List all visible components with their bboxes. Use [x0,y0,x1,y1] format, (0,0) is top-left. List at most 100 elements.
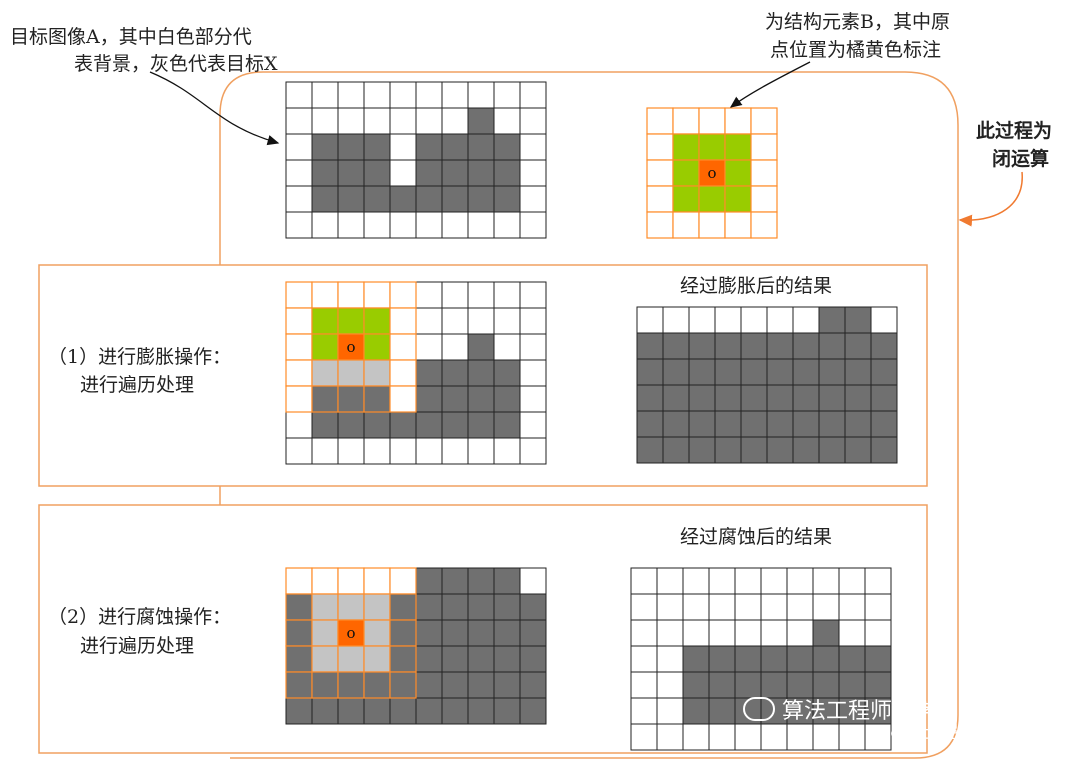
struct-cell [311,359,339,387]
erosion-step-line1: （2）进行腐蚀操作： [48,606,232,628]
erosion-section-frame [38,504,928,754]
grid-cell [708,567,736,595]
dilation-step-line2: 进行遍历处理 [80,374,195,396]
struct-cell [311,619,339,647]
grid-cell [812,619,840,647]
grid-cell [688,332,716,360]
grid-cell [519,437,547,465]
grid-cell [656,697,684,725]
grid-cell [734,671,762,699]
struct-cell [285,671,313,699]
grid-cell [714,306,742,334]
grid-cell [682,619,710,647]
grid-cell [363,211,391,239]
image-a-grid [285,81,547,239]
grid-cell [792,332,820,360]
struct-cell [389,333,417,361]
struct-cell [285,385,313,413]
grid-cell [441,211,469,239]
grid-cell [467,107,495,135]
struct-cell [337,567,365,595]
grid-cell [734,567,762,595]
grid-cell [682,671,710,699]
grid-cell [415,593,443,621]
closing-caption-line2: 闭运算 [992,148,1050,170]
struct-cell [724,133,752,161]
grid-cell [656,723,684,751]
grid-cell [311,107,339,135]
grid-cell [493,359,521,387]
grid-cell [467,81,495,109]
grid-cell [493,437,521,465]
grid-cell [467,645,495,673]
struct-cell [337,645,365,673]
grid-cell [311,81,339,109]
grid-cell [467,697,495,725]
struct-cell [389,307,417,335]
grid-cell [662,410,690,438]
grid-cell [493,211,521,239]
grid-cell [844,436,872,464]
grid-cell [285,159,313,187]
grid-cell [441,159,469,187]
grid-cell [285,211,313,239]
grid-cell [493,159,521,187]
grid-cell [415,211,443,239]
struct-cell [750,185,778,213]
grid-cell [766,358,794,386]
grid-cell [519,593,547,621]
grid-cell [708,723,736,751]
grid-cell [441,567,469,595]
grid-cell [864,697,892,725]
origin-label: o [707,164,716,182]
grid-cell [467,307,495,335]
grid-cell [630,567,658,595]
image-a-caption-line2: 表背景，灰色代表目标X [74,53,278,75]
struct-cell [311,307,339,335]
grid-cell [708,619,736,647]
dilation-traversal-grid: o [285,281,547,465]
struct-cell [646,159,674,187]
grid-cell [415,671,443,699]
grid-cell [493,619,521,647]
struct-cell [363,333,391,361]
grid-cell [467,133,495,161]
grid-cell [740,384,768,412]
grid-cell [363,81,391,109]
grid-cell [662,436,690,464]
grid-cell [818,358,846,386]
grid-cell [467,437,495,465]
erosion-result-title: 经过腐蚀后的结果 [680,526,833,548]
grid-cell [630,697,658,725]
grid-cell [441,359,469,387]
struct-cell [698,211,726,239]
grid-cell [467,411,495,439]
dilation-section-frame [38,264,928,487]
grid-cell [630,645,658,673]
grid-cell [493,697,521,725]
grid-cell [311,437,339,465]
struct-cell [363,281,391,309]
grid-cell [285,107,313,135]
grid-cell [467,159,495,187]
grid-cell [636,384,664,412]
struct-cell [389,567,417,595]
grid-cell [467,185,495,213]
struct-cell [311,385,339,413]
struct-cell [724,211,752,239]
struct-cell [389,619,417,647]
grid-cell [760,645,788,673]
grid-cell [519,281,547,309]
grid-cell [636,410,664,438]
grid-cell [519,359,547,387]
grid-cell [734,619,762,647]
struct-cell [363,307,391,335]
grid-cell [760,593,788,621]
grid-cell [838,723,866,751]
struct-cell [285,593,313,621]
grid-cell [864,645,892,673]
grid-cell [285,411,313,439]
struct-cell [750,159,778,187]
grid-cell [467,385,495,413]
grid-cell [786,619,814,647]
